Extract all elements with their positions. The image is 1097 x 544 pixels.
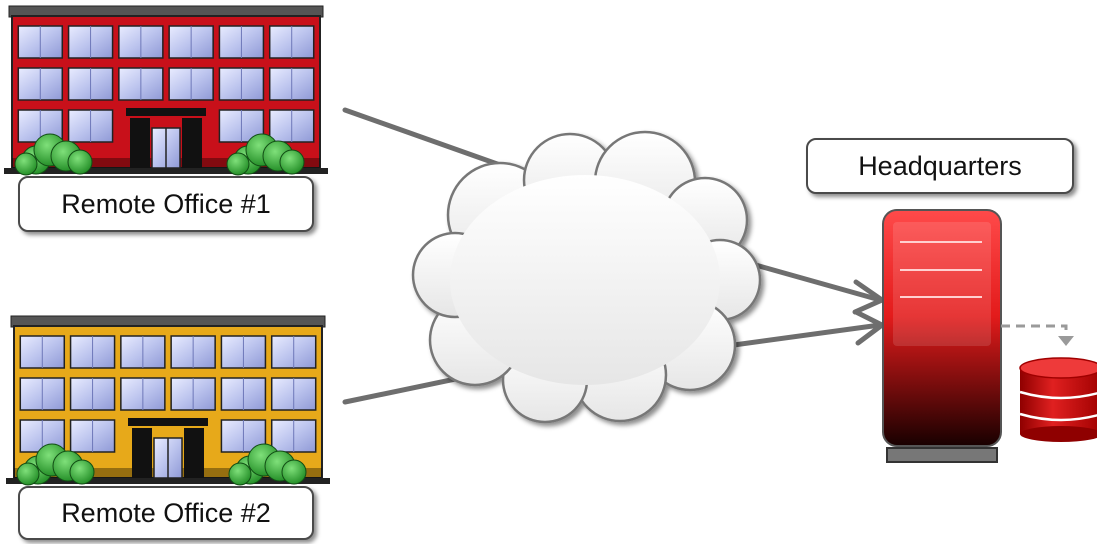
hq-to-database-dashed-line — [1001, 324, 1074, 346]
database-icon — [1019, 357, 1097, 442]
remote-office-2-label: Remote Office #2 — [18, 486, 314, 540]
server-icon — [882, 209, 1002, 463]
remote-office-1-label: Remote Office #1 — [18, 176, 314, 232]
cloud-icon — [411, 130, 762, 424]
headquarters-label: Headquarters — [806, 138, 1074, 194]
office2-to-cloud-line — [342, 373, 473, 405]
cloud-to-hq-line-2 — [709, 322, 883, 351]
remote-office-1-building — [4, 5, 328, 176]
remote-office-2-building — [6, 315, 330, 486]
cloud-to-hq-line-1 — [742, 259, 883, 303]
office1-to-cloud-line — [342, 107, 523, 175]
